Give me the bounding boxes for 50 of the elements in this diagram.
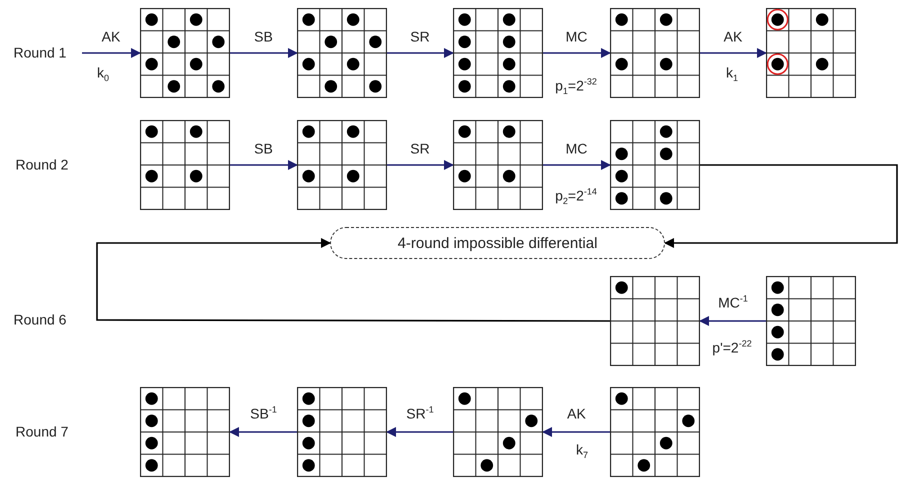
state-grid <box>610 8 700 98</box>
state-grid <box>453 387 543 477</box>
key-label: k$_{1}$ <box>725 65 739 81</box>
state-grid <box>610 120 700 210</box>
edge-label: MC <box>564 29 588 45</box>
arrow <box>543 160 611 170</box>
state-grid <box>766 276 856 366</box>
edge-label: SR <box>409 29 431 45</box>
state-grid <box>140 387 230 477</box>
state-grid <box>297 120 387 210</box>
state-grid <box>297 387 387 477</box>
edge-label: MC <box>564 141 588 157</box>
round-label: Round 2 <box>14 157 70 173</box>
state-grid <box>297 8 387 98</box>
state-grid <box>140 8 230 98</box>
edge-label: SR$^{-1}$ <box>405 406 435 422</box>
node-text: 4-round impossible differential <box>398 236 598 250</box>
arrow <box>386 427 453 437</box>
arrow <box>230 160 298 170</box>
key-label: k$_{0}$ <box>96 65 110 81</box>
probability-label: p$_{1}$=2$^{-32}$ <box>554 78 598 94</box>
edge-label: SB <box>253 29 274 45</box>
state-grid <box>766 8 856 98</box>
state-grid <box>610 387 700 477</box>
key-label: k$_{7}$ <box>575 442 589 458</box>
arrow <box>96 238 610 322</box>
state-grid <box>453 8 543 98</box>
probability-label: p$_{2}$=2$^{-14}$ <box>554 188 598 204</box>
state-grid <box>140 120 230 210</box>
round-label: Round 7 <box>14 424 70 440</box>
arrow <box>229 427 297 437</box>
arrow <box>387 160 454 170</box>
edge-label: SB <box>253 141 274 157</box>
arrow <box>387 48 454 58</box>
probability-label: p'=2$^{-22}$ <box>711 340 753 356</box>
arrow <box>542 427 610 437</box>
arrow <box>230 48 298 58</box>
edge-label: MC$^{-1}$ <box>717 295 749 311</box>
arrow <box>699 316 766 326</box>
round-label: Round 6 <box>12 312 68 328</box>
process-box <box>330 227 665 259</box>
arrow <box>82 48 141 58</box>
arrow <box>700 48 767 58</box>
round-label: Round 1 <box>12 45 68 61</box>
state-grid <box>610 276 700 366</box>
edge-label: SR <box>409 141 431 157</box>
edge-label: SB$^{-1}$ <box>249 406 278 422</box>
state-grid <box>453 120 543 210</box>
arrow <box>664 164 898 248</box>
arrow <box>543 48 611 58</box>
